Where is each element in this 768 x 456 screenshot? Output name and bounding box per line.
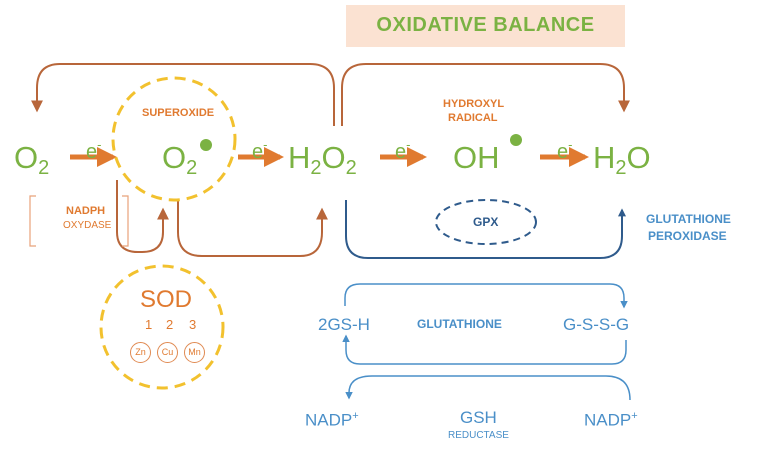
reductase-label: REDUCTASE — [448, 430, 509, 441]
gsh-to-gssg-arc — [344, 283, 628, 309]
nadp-right: NADP+ — [584, 410, 638, 430]
glutathione-peroxidase-label-line1: GLUTATHIONE — [646, 212, 731, 226]
superoxide-molecule: O2 — [162, 140, 198, 179]
superoxide-circle — [111, 76, 237, 202]
glutathione-peroxidase-loop — [345, 200, 626, 259]
nadp-left: NADP+ — [305, 410, 359, 430]
superoxide-radical-dot — [200, 139, 212, 151]
nadp-cycle-arc — [345, 375, 631, 401]
oxidized-glutathione: G-S-S-G — [563, 315, 630, 334]
nadph-bracket-left — [29, 195, 36, 247]
electron-label-1: e- — [86, 137, 102, 163]
hydroxyl-radical-dot — [510, 134, 522, 146]
metal-zn-badge: Zn — [130, 342, 151, 363]
o2-molecule: O2 — [14, 140, 50, 179]
sod-number-3: 3 — [189, 317, 197, 332]
hydroxyl-label: HYDROXYL — [443, 98, 505, 110]
electron-label-4: e- — [557, 137, 573, 163]
electron-label-3: e- — [395, 137, 411, 163]
metal-cu-badge: Cu — [157, 342, 178, 363]
sod-number-1: 1 — [145, 317, 153, 332]
nadph-bracket-right — [122, 195, 129, 247]
gpx-ellipse — [435, 199, 537, 245]
sod-title: SOD — [140, 286, 193, 313]
glutathione-peroxidase-label-line2: PEROXIDASE — [648, 229, 727, 243]
title-background — [346, 5, 625, 47]
superoxide-label: SUPEROXIDE — [142, 107, 215, 119]
h2o2-to-o2-loop — [31, 63, 335, 126]
gpx-label: GPX — [473, 215, 499, 229]
h2o2-molecule: H2O2 — [288, 140, 357, 179]
nadph-oxydase-loop — [116, 180, 169, 253]
nadph-label: NADPH — [66, 205, 106, 217]
metal-mn-badge: Mn — [184, 342, 205, 363]
electron-label-2: e- — [252, 137, 268, 163]
h2o2-to-h2o-loop — [341, 63, 630, 126]
gsh-label: GSH — [460, 408, 497, 427]
oxydase-label: OXYDASE — [63, 220, 112, 231]
superoxide-to-h2o2-loop — [177, 200, 328, 257]
sod-number-2: 2 — [166, 317, 174, 332]
reduced-glutathione: 2GS-H — [318, 315, 370, 334]
diagram-title: OXIDATIVE BALANCE — [376, 14, 595, 36]
sod-circle — [99, 264, 225, 390]
radical-label: RADICAL — [448, 112, 498, 124]
h2o-molecule: H2O — [593, 140, 651, 179]
hydroxyl-molecule: OH — [453, 140, 500, 175]
gssg-to-gsh-arc — [342, 334, 627, 365]
glutathione-label: GLUTATHIONE — [417, 317, 502, 331]
